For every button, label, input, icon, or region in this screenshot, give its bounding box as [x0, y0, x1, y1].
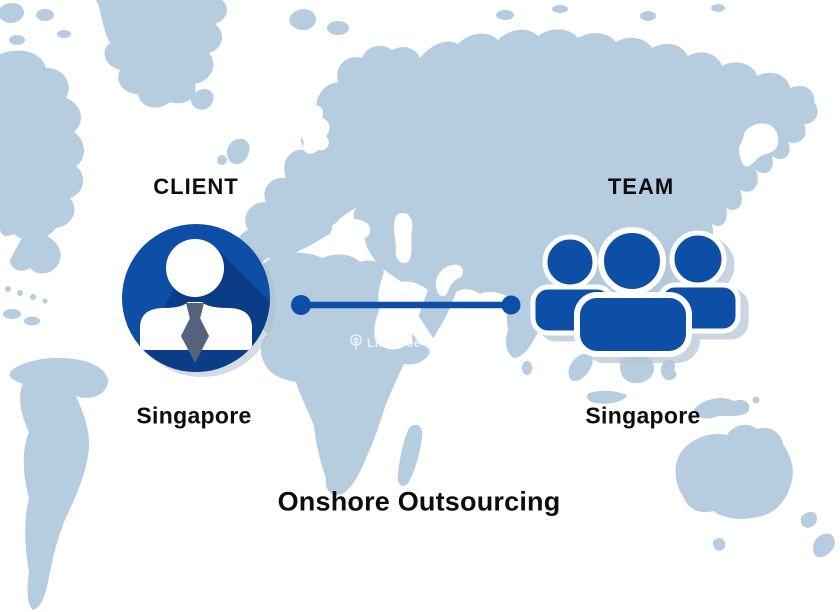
client-location-label: Singapore: [136, 402, 252, 429]
diagram-title: Onshore Outsourcing: [277, 486, 561, 517]
watermark-brand: LinkTree: [367, 335, 422, 350]
connector-line: [291, 295, 521, 315]
connector-endpoint-right: [501, 295, 521, 315]
connector-endpoint-left: [291, 295, 311, 315]
client-person-icon: [122, 224, 270, 372]
tree-icon: [350, 334, 362, 350]
team-member-center: [574, 227, 692, 357]
tie-knot: [186, 303, 204, 319]
client-heading: CLIENT: [153, 174, 239, 199]
team-location-label: Singapore: [585, 402, 701, 429]
team-icon: [530, 227, 741, 357]
person-head: [166, 239, 224, 297]
team-heading: TEAM: [607, 174, 675, 199]
watermark: LinkTree: [349, 334, 421, 351]
tie-blade: [181, 318, 209, 363]
